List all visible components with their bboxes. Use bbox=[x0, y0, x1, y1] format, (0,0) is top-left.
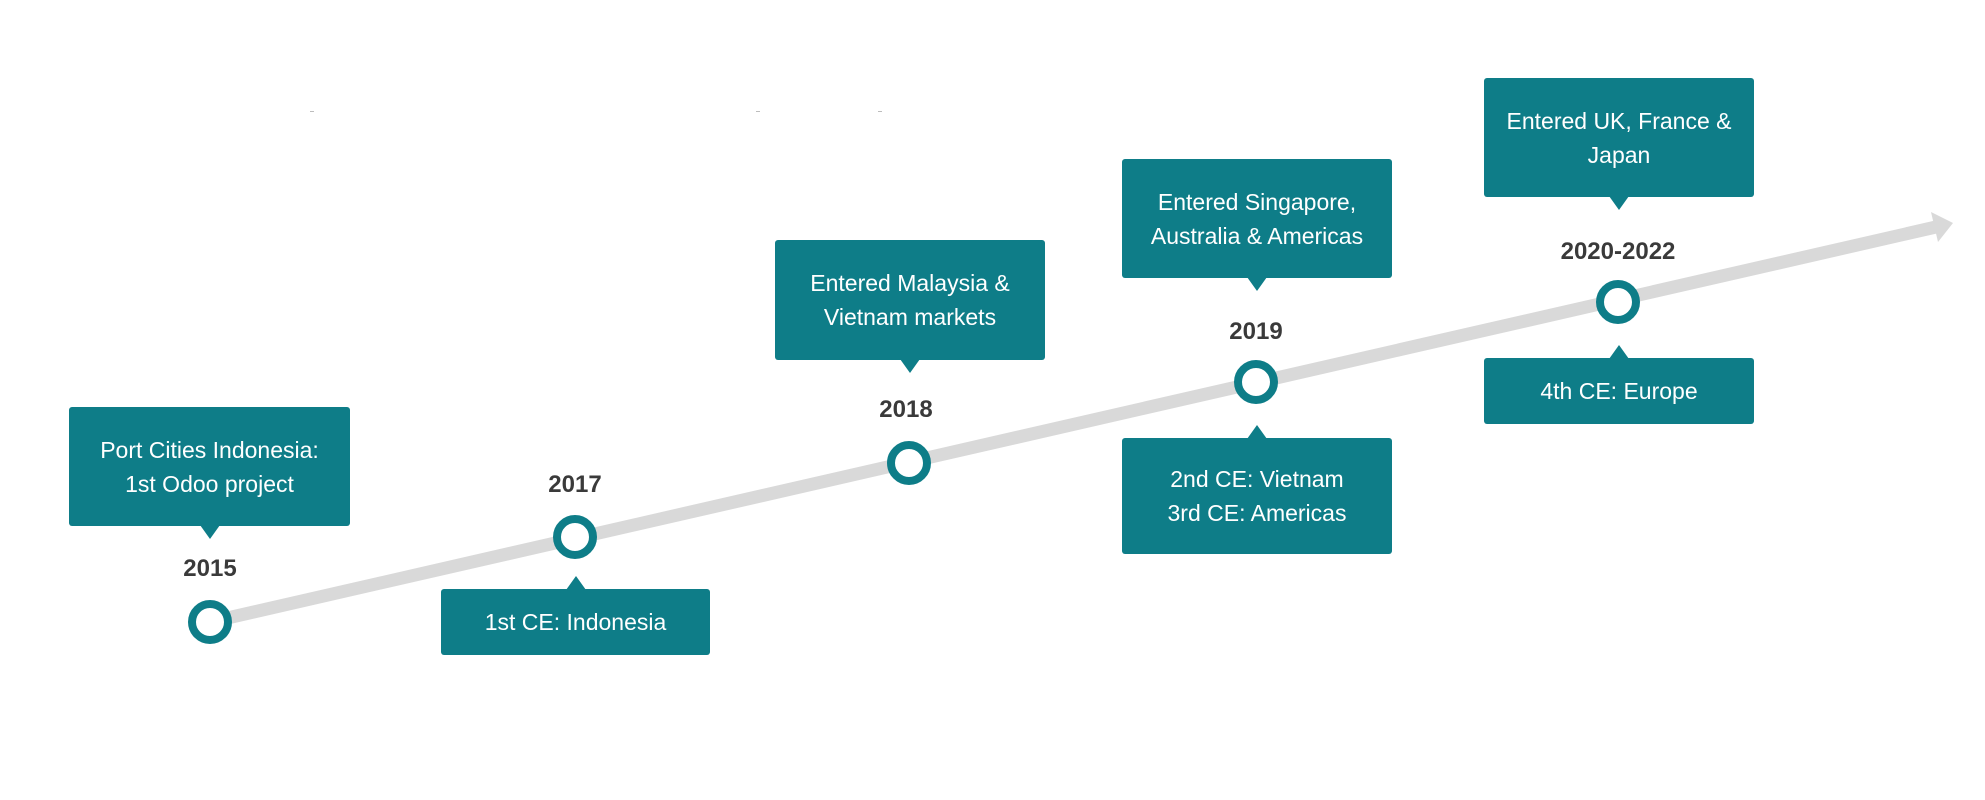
timeline-arrow-line bbox=[203, 220, 1943, 629]
milestone-2018-above-box: Entered Malaysia & Vietnam markets bbox=[775, 240, 1045, 373]
milestone-2017-year: 2017 bbox=[548, 471, 602, 498]
milestone-marker-2019 bbox=[1234, 360, 1278, 404]
stray-mark bbox=[878, 111, 882, 112]
milestone-2015-year: 2015 bbox=[183, 555, 237, 582]
milestone-2019-above-box: Entered Singapore, Australia & Americas bbox=[1122, 159, 1392, 291]
milestone-2019-below-box: 2nd CE: Vietnam 3rd CE: Americas bbox=[1122, 425, 1392, 554]
milestone-2020-2022-year: 2020-2022 bbox=[1560, 238, 1676, 265]
milestone-marker-2017 bbox=[553, 515, 597, 559]
milestone-2019-year: 2019 bbox=[1229, 318, 1283, 345]
stray-mark bbox=[756, 111, 760, 112]
milestone-2020-2022-above-box: Entered UK, France & Japan bbox=[1484, 78, 1754, 210]
milestone-2018-year: 2018 bbox=[879, 396, 933, 423]
timeline-arrow-head bbox=[1931, 212, 1953, 242]
milestone-marker-2020-2022 bbox=[1596, 280, 1640, 324]
milestone-2020-2022-below-box: 4th CE: Europe bbox=[1484, 345, 1754, 424]
stray-mark bbox=[310, 111, 314, 112]
milestone-2017-below-box: 1st CE: Indonesia bbox=[441, 576, 710, 655]
milestone-2015-above-box: Port Cities Indonesia: 1st Odoo project bbox=[69, 407, 350, 539]
milestone-marker-2018 bbox=[887, 441, 931, 485]
milestone-marker-2015 bbox=[188, 600, 232, 644]
